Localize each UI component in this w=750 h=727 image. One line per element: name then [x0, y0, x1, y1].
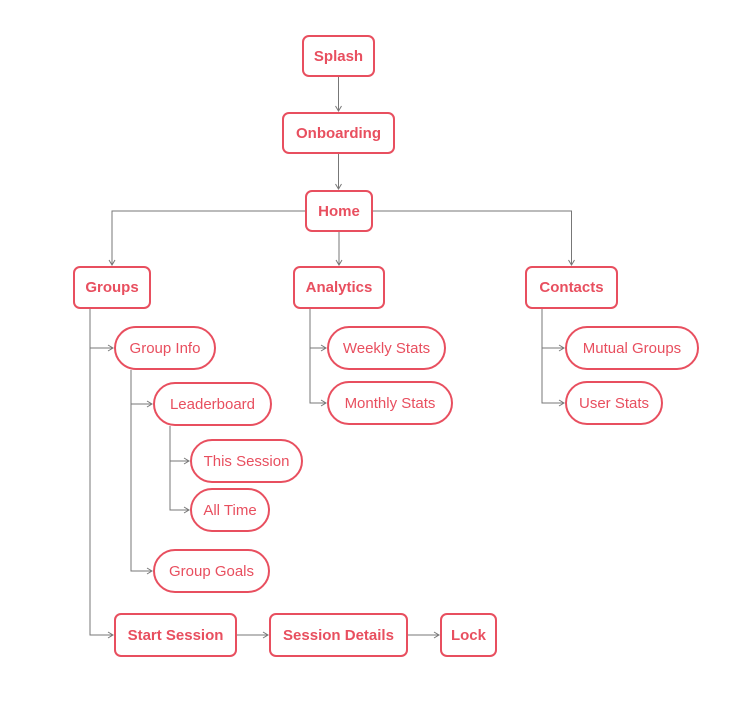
node-onboarding: Onboarding: [282, 112, 395, 154]
edge-contacts-to-mutual-groups: [541, 309, 564, 349]
node-contacts: Contacts: [525, 266, 618, 309]
node-start-session: Start Session: [114, 613, 237, 657]
node-lock: Lock: [440, 613, 497, 657]
edge-group-info-to-group-goals: [130, 370, 152, 572]
node-monthly-stats: Monthly Stats: [327, 381, 453, 425]
node-weekly-stats: Weekly Stats: [327, 326, 446, 370]
edge-leaderboard-to-this-session: [169, 426, 189, 462]
node-group-info: Group Info: [114, 326, 216, 370]
node-user-stats: User Stats: [565, 381, 663, 425]
edge-leaderboard-to-this-session-arrow: [183, 457, 190, 465]
edge-splash-to-onboarding-arrow: [335, 105, 342, 112]
edge-leaderboard-to-all-time: [169, 426, 189, 511]
node-home: Home: [305, 190, 373, 232]
edge-contacts-to-user-stats: [541, 309, 564, 404]
edge-groups-to-group-info: [89, 309, 113, 349]
edge-leaderboard-to-all-time-arrow: [183, 506, 190, 514]
edge-home-to-groups: [111, 210, 305, 265]
edge-group-info-to-leaderboard: [130, 370, 152, 405]
edge-analytics-to-monthly-stats: [309, 309, 326, 404]
edge-home-to-analytics-arrow: [335, 259, 343, 266]
edge-groups-to-start-session-arrow: [107, 631, 114, 639]
edge-home-to-groups-arrow: [108, 259, 116, 266]
node-this-session: This Session: [190, 439, 303, 483]
edge-session-details-to-lock-arrow: [433, 631, 440, 639]
node-analytics: Analytics: [293, 266, 385, 309]
node-splash: Splash: [302, 35, 375, 77]
edge-analytics-to-weekly-stats: [309, 309, 326, 349]
edge-analytics-to-weekly-stats-arrow: [320, 344, 327, 352]
edge-group-info-to-group-goals-arrow: [146, 567, 153, 575]
node-mutual-groups: Mutual Groups: [565, 326, 699, 370]
node-all-time: All Time: [190, 488, 270, 532]
edge-contacts-to-user-stats-arrow: [558, 399, 565, 407]
node-leaderboard: Leaderboard: [153, 382, 272, 426]
edge-home-to-contacts-arrow: [568, 259, 575, 266]
edge-groups-to-group-info-arrow: [107, 344, 114, 352]
edge-home-to-contacts: [373, 210, 572, 265]
node-session-details: Session Details: [269, 613, 408, 657]
edge-analytics-to-monthly-stats-arrow: [320, 399, 327, 407]
node-groups: Groups: [73, 266, 151, 309]
edge-contacts-to-mutual-groups-arrow: [558, 344, 565, 352]
edge-onboarding-to-home-arrow: [335, 183, 342, 190]
node-group-goals: Group Goals: [153, 549, 270, 593]
edge-start-session-to-session-details-arrow: [262, 631, 269, 639]
edge-group-info-to-leaderboard-arrow: [146, 400, 153, 408]
edge-groups-to-start-session: [89, 309, 113, 636]
